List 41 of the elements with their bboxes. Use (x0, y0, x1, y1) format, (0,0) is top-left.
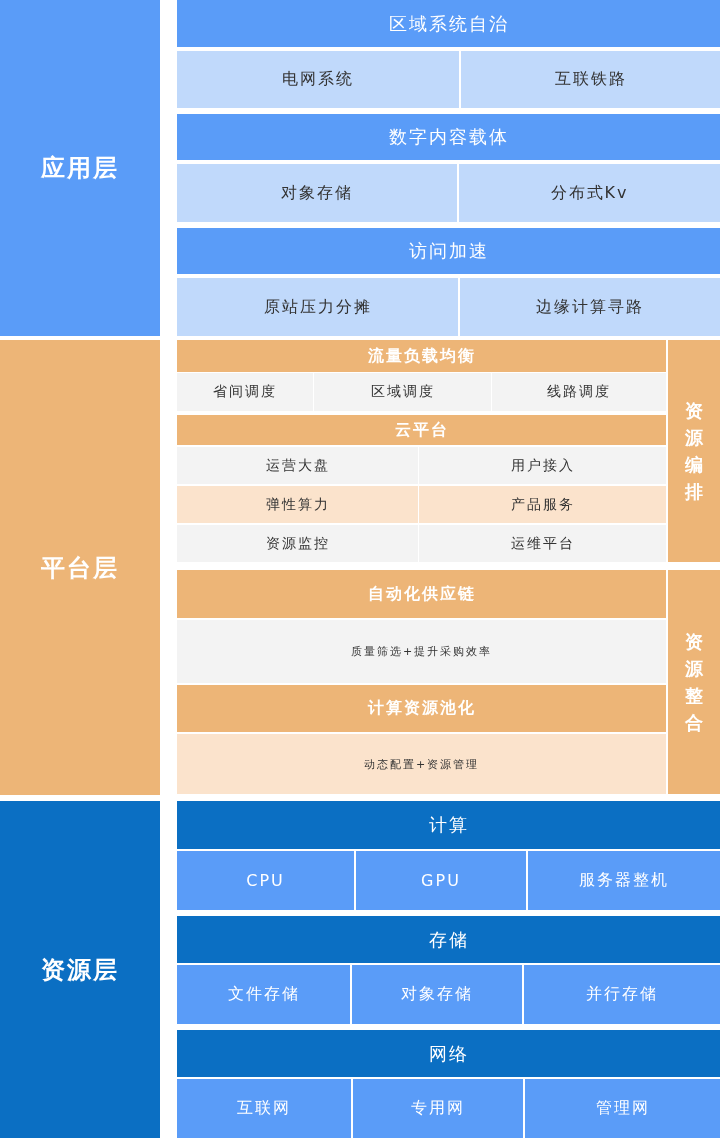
category-header: 网络 (177, 1030, 720, 1077)
item-cell: GPU (356, 851, 526, 910)
side-band: 资源编排 (668, 340, 720, 562)
item-cell: 文件存储 (177, 965, 350, 1024)
category-header: 区域系统自治 (177, 0, 720, 47)
item-cell: 区域调度 (314, 373, 491, 411)
layer-band: 应用层 (0, 0, 160, 336)
item-cell: 服务器整机 (528, 851, 720, 910)
item-cell: 弹性算力 (177, 486, 418, 523)
item-cell: 管理网 (525, 1079, 720, 1138)
item-cell: 边缘计算寻路 (460, 278, 720, 336)
item-cell: 电网系统 (177, 51, 459, 108)
category-header: 自动化供应链 (177, 570, 666, 618)
item-cell: 专用网 (353, 1079, 523, 1138)
category-header: 访问加速 (177, 228, 720, 274)
category-header: 数字内容载体 (177, 114, 720, 160)
layer-band: 平台层 (0, 340, 160, 795)
item-cell: 用户接入 (419, 447, 666, 484)
item-cell: 线路调度 (492, 373, 666, 411)
category-header: 计算 (177, 801, 720, 849)
category-header: 存储 (177, 916, 720, 963)
item-cell: 运维平台 (419, 525, 666, 562)
category-header: 计算资源池化 (177, 685, 666, 732)
layer-band: 资源层 (0, 801, 160, 1138)
item-cell: 对象存储 (177, 164, 457, 222)
item-cell: 产品服务 (419, 486, 666, 523)
item-cell: 运营大盘 (177, 447, 418, 484)
item-cell: 互联网 (177, 1079, 351, 1138)
item-cell: 原站压力分摊 (177, 278, 458, 336)
item-cell: 对象存储 (352, 965, 522, 1024)
item-cell: 动态配置+资源管理 (177, 734, 666, 794)
item-cell: 省间调度 (177, 373, 313, 411)
category-header: 云平台 (177, 415, 666, 445)
item-cell: CPU (177, 851, 354, 910)
item-cell: 互联铁路 (461, 51, 720, 108)
side-band: 资源整合 (668, 570, 720, 794)
item-cell: 资源监控 (177, 525, 418, 562)
item-cell: 分布式Kv (459, 164, 720, 222)
category-header: 流量负载均衡 (177, 340, 666, 372)
item-cell: 质量筛选+提升采购效率 (177, 620, 666, 683)
item-cell: 并行存储 (524, 965, 720, 1024)
